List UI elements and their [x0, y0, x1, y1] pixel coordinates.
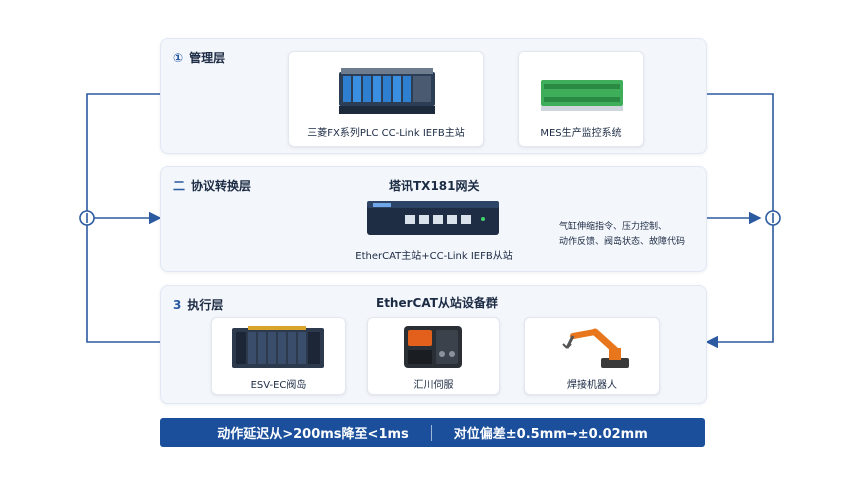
protocol-layer-title: 协议转换层: [191, 179, 252, 193]
welding-robot-icon: [562, 328, 629, 368]
right-node-icon: [765, 210, 781, 226]
latency-metric: 动作延迟从>200ms降至<1ms: [217, 427, 409, 442]
protocol-layer: 二 协议转换层 塔讯TX181网关 EtherCAT主站+CC-Link IEF…: [160, 166, 707, 272]
performance-banner: 动作延迟从>200ms降至<1ms 对位偏差±0.5mm→±0.02mm: [160, 418, 705, 447]
layer-number-icon: 3: [173, 297, 182, 312]
servo-label: 汇川伺服: [413, 380, 454, 391]
exec-group-title: EtherCAT从站设备群: [376, 296, 498, 310]
execution-layer-title: 执行层: [187, 298, 224, 312]
management-layer-title: 管理层: [189, 51, 226, 65]
servo-drive-icon: [404, 326, 462, 368]
gateway-title: 塔讯TX181网关: [389, 179, 480, 193]
protocol-layer-header: 二 协议转换层: [173, 177, 251, 194]
layer-number-icon: 二: [173, 179, 186, 193]
management-layer-header: ① 管理层: [173, 49, 225, 66]
valve-island-icon: [232, 326, 324, 368]
execution-layer-header: 3 执行层: [173, 296, 223, 313]
layer-number-icon: ①: [173, 50, 184, 65]
robot-label: 焊接机器人: [567, 380, 617, 391]
plc-card: 三菱FX系列PLC CC-Link IEFB主站: [288, 51, 484, 147]
mes-icon: [541, 80, 623, 111]
plc-label: 三菱FX系列PLC CC-Link IEFB主站: [307, 128, 465, 139]
mes-card: MES生产监控系统: [518, 51, 644, 147]
mes-label: MES生产监控系统: [540, 128, 622, 139]
alignment-metric: 对位偏差±0.5mm→±0.02mm: [453, 427, 648, 442]
gateway-icon: [367, 201, 499, 235]
valve-card: ESV-EC阀岛: [211, 317, 346, 395]
execution-layer: 3 执行层 EtherCAT从站设备群 ESV-EC阀岛 汇川伺服: [160, 285, 707, 404]
plc-icon: [339, 68, 435, 114]
gateway-label: EtherCAT主站+CC-Link IEFB从站: [355, 251, 513, 262]
servo-card: 汇川伺服: [367, 317, 500, 395]
management-layer: ① 管理层 三菱FX系列PLC CC-Link IEFB主站 MES生产监控系统: [160, 38, 707, 154]
valve-label: ESV-EC阀岛: [250, 380, 307, 391]
robot-card: 焊接机器人: [524, 317, 660, 395]
left-node-icon: [79, 210, 95, 226]
signal-line-2: 动作反馈、阀岛状态、故障代码: [559, 237, 686, 247]
banner-divider: [430, 424, 432, 441]
signal-line-1: 气缸伸缩指令、压力控制、: [559, 222, 668, 232]
